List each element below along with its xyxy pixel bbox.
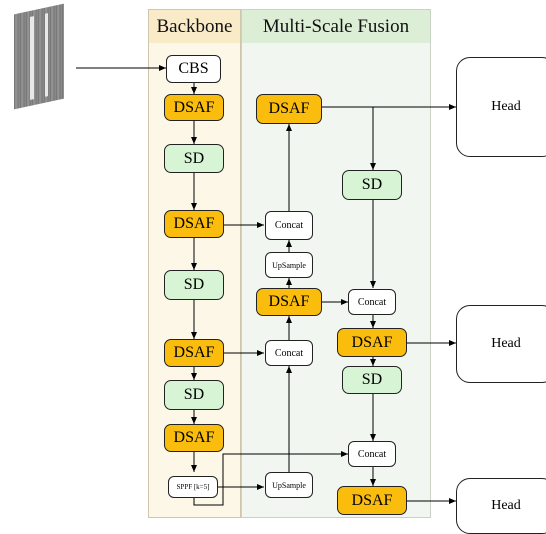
dsaf-node-6: DSAF [256,288,322,316]
concat-node-2: Concat [265,340,313,366]
sd-node-3: SD [164,380,224,410]
dsaf-node-1: DSAF [164,94,224,121]
fusion-title: Multi-Scale Fusion [242,10,430,43]
upsample-node-1: UpSample [265,252,313,278]
sd-node-2: SD [164,270,224,300]
dsaf-node-3: DSAF [164,339,224,367]
sd-node-5: SD [342,366,402,394]
head-node-1: Head [456,57,546,157]
dsaf-node-4: DSAF [164,424,224,452]
head-node-3: Head [456,478,546,534]
backbone-title: Backbone [149,10,240,43]
concat-node-4: Concat [348,441,396,467]
sd-node-4: SD [342,170,402,200]
upsample-node-2: UpSample [265,472,313,498]
concat-node-1: Concat [265,211,313,240]
sppf-node: SPPF [k=5] [168,476,218,498]
fusion-panel: Multi-Scale Fusion [241,9,431,518]
cbs-node: CBS [166,55,221,83]
edge-sppf-concat4 [193,451,348,506]
dsaf-node-5: DSAF [256,94,322,124]
dsaf-node-8: DSAF [337,486,407,515]
dsaf-node-2: DSAF [164,210,224,238]
concat-node-3: Concat [348,289,396,315]
head-node-2: Head [456,305,546,383]
sd-node-1: SD [164,144,224,173]
dsaf-node-7: DSAF [337,328,407,357]
